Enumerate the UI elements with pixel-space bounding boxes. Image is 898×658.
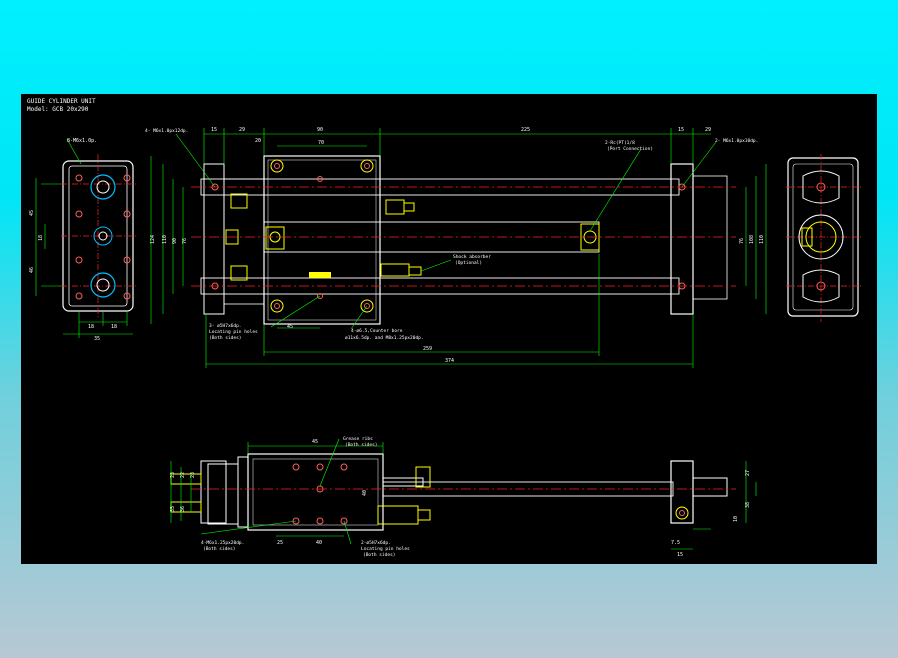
callout-right-tap: 2- M6x1.0px10dp.: [715, 138, 758, 144]
top-dim-left-3: 76: [182, 238, 188, 244]
end-view-top-label: 8-M6x1.0p.: [67, 138, 97, 144]
top-dim-7: 29: [705, 127, 711, 133]
side-view: 45 23 22 23 35 36 25 40 40 27 38 10 7.5 …: [170, 436, 757, 558]
callout-pin-sub1: Locating pin holes: [209, 329, 258, 335]
top-dim-bottom-1: 259: [423, 346, 432, 352]
side-callout-tap-sub: (Both sides): [203, 546, 236, 552]
side-dim-left-4: 36: [180, 506, 186, 512]
side-callout-pin-sub2: (Both sides): [363, 552, 396, 558]
end-view-right: [786, 154, 861, 322]
side-callout-pin-sub1: Locating pin holes: [361, 546, 410, 552]
side-dim-bottom-0: 25: [277, 540, 283, 546]
side-callout-grease-sub: (Both sides): [345, 442, 378, 448]
callout-bore: 4-ø6.5,Counter bore: [351, 328, 403, 334]
drawing-canvas: GUIDE CYLINDER UNIT Model: GCB 20x290: [21, 94, 877, 564]
side-dim-top-0: 45: [312, 439, 318, 445]
side-dim-left-3: 35: [170, 506, 176, 512]
callout-pin-sub2: (Both sides): [209, 335, 242, 341]
side-dim-misc-1: 7.5: [671, 540, 680, 546]
side-dim-bottom-1: 40: [316, 540, 322, 546]
header-line2: Model: GCB 20x290: [27, 106, 89, 113]
side-dim-misc-2: 15: [677, 552, 683, 558]
side-dim-left-2: 23: [190, 472, 196, 478]
top-dim-2: 20: [255, 138, 261, 144]
top-dim-5: 225: [521, 127, 530, 133]
end-view-left: 8-M6x1.0p. 45 18 46 18 18 35: [29, 138, 136, 342]
top-dim-1: 29: [239, 127, 245, 133]
end-dim-bottom-0: 18: [88, 324, 94, 330]
side-dim-right-2: 10: [733, 516, 739, 522]
top-dim-6: 15: [678, 127, 684, 133]
end-dim-left-1: 18: [38, 235, 44, 241]
top-dim-right-0: 76: [739, 238, 745, 244]
callout-left-tap: 4- M6x1.0px12dp.: [145, 128, 188, 134]
callout-port-sub: (Port Connection): [607, 146, 653, 152]
callout-pin: 3- ø5H7x6dp.: [209, 323, 242, 329]
side-dim-left-0: 23: [170, 472, 176, 478]
top-dim-left-2: 90: [172, 238, 178, 244]
side-callout-tap: 4-M6x1.25px20dp.: [201, 540, 244, 546]
side-dim-right-0: 27: [745, 470, 751, 476]
top-dim-4: 70: [318, 140, 324, 146]
top-dim-3: 90: [317, 127, 323, 133]
header-line1: GUIDE CYLINDER UNIT: [27, 98, 96, 105]
end-dim-left-2: 46: [29, 267, 35, 273]
top-dim-0: 15: [211, 127, 217, 133]
end-dim-left-0: 45: [29, 210, 35, 216]
side-callout-pin: 2-ø5H7x6dp.: [361, 540, 391, 546]
side-dim-left-1: 22: [180, 472, 186, 478]
end-dim-bottom-2: 35: [94, 336, 100, 342]
callout-port: 2-Rc(PT)1/8: [605, 140, 635, 146]
cad-drawing: GUIDE CYLINDER UNIT Model: GCB 20x290: [21, 94, 877, 564]
top-dim-left-1: 110: [162, 235, 168, 244]
top-view: 15 29 20 90 70 225 15 29 45 259 374 124 …: [145, 127, 767, 368]
side-callout-grease: Grease ribs: [343, 436, 373, 442]
end-dim-bottom-1: 18: [111, 324, 117, 330]
side-dim-misc-0: 40: [362, 490, 368, 496]
side-dim-right-1: 38: [745, 502, 751, 508]
callout-shock: Shock absorber: [453, 254, 491, 260]
top-dim-bottom-2: 374: [445, 358, 454, 364]
top-dim-bottom-0: 45: [287, 324, 293, 330]
top-dim-left-0: 124: [150, 235, 156, 244]
callout-shock-sub: (Optional): [455, 260, 482, 266]
top-dim-right-2: 110: [759, 235, 765, 244]
top-dim-right-1: 108: [749, 235, 755, 244]
callout-bore-sub: ø11x6.5dp. and M8x1.25px20dp.: [345, 335, 424, 341]
